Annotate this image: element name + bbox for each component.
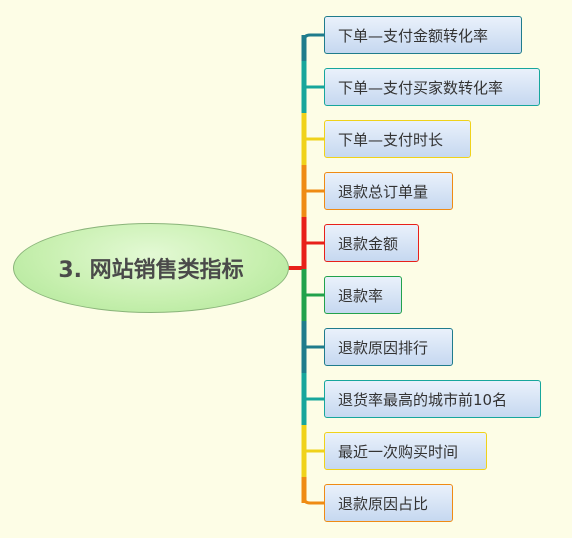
subtopic-label: 下单—支付时长	[338, 130, 444, 149]
subtopic-label: 最近一次购买时间	[338, 442, 459, 461]
subtopic-8[interactable]: 退货率最高的城市前10名	[324, 380, 541, 418]
subtopic-label: 退款原因排行	[338, 338, 429, 357]
central-topic[interactable]: 3. 网站销售类指标	[13, 223, 289, 313]
subtopic-7[interactable]: 退款原因排行	[324, 328, 453, 366]
subtopic-3[interactable]: 下单—支付时长	[324, 120, 471, 158]
subtopic-label: 退款金额	[338, 234, 399, 253]
branch-connector	[302, 33, 324, 42]
subtopic-6[interactable]: 退款率	[324, 276, 402, 314]
subtopic-label: 退货率最高的城市前10名	[338, 390, 508, 409]
subtopic-9[interactable]: 最近一次购买时间	[324, 432, 487, 470]
subtopic-label: 下单—支付买家数转化率	[338, 78, 504, 97]
subtopic-label: 退款率	[338, 286, 384, 305]
subtopic-label: 退款原因占比	[338, 494, 429, 513]
branch-connector	[302, 496, 324, 505]
subtopic-10[interactable]: 退款原因占比	[324, 484, 453, 522]
subtopic-4[interactable]: 退款总订单量	[324, 172, 453, 210]
subtopic-label: 退款总订单量	[338, 182, 429, 201]
subtopic-5[interactable]: 退款金额	[324, 224, 419, 262]
central-topic-label: 3. 网站销售类指标	[58, 258, 244, 283]
subtopic-label: 下单—支付金额转化率	[338, 26, 489, 45]
subtopic-2[interactable]: 下单—支付买家数转化率	[324, 68, 540, 106]
subtopic-1[interactable]: 下单—支付金额转化率	[324, 16, 522, 54]
